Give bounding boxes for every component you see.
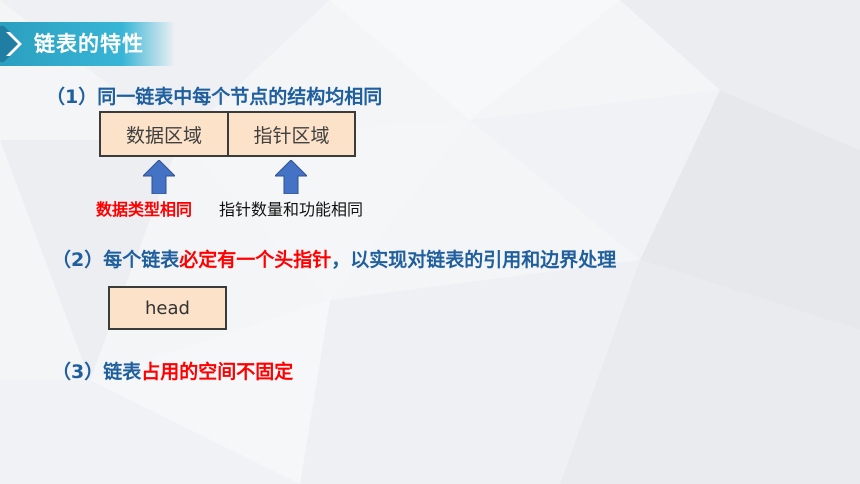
slide-title: 链表的特性 [34, 32, 144, 56]
head-label: head [145, 297, 190, 319]
chevron-right-icon [0, 26, 22, 62]
pointer-field-box: 指针区域 [227, 111, 356, 157]
data-field-note: 数据类型相同 [96, 200, 193, 219]
point-3-number: （3） [52, 361, 104, 383]
point-2-text-a: 每个链表 [103, 249, 180, 271]
data-field-label: 数据区域 [125, 124, 202, 147]
point-3-highlight: 占用的空间不固定 [141, 361, 294, 383]
point-3-text-a: 链表 [103, 361, 142, 383]
point-1-heading: （1）同一链表中每个节点的结构均相同 [46, 84, 382, 110]
pointer-field-note: 指针数量和功能相同 [219, 200, 364, 219]
point-2-highlight: 必定有一个头指针 [179, 249, 332, 271]
arrow-up-icon [275, 160, 307, 194]
point-3-heading: （3）链表占用的空间不固定 [52, 359, 293, 385]
head-box: head [108, 286, 227, 330]
point-1-number: （1） [46, 86, 98, 108]
point-2-number: （2） [52, 249, 104, 271]
title-bar [0, 22, 175, 66]
arrow-up-icon [143, 160, 175, 194]
point-2-text-b: ，以实现对链表的引用和边界处理 [331, 249, 617, 271]
point-1-text: 同一链表中每个节点的结构均相同 [97, 86, 383, 108]
point-2-heading: （2）每个链表必定有一个头指针，以实现对链表的引用和边界处理 [52, 247, 616, 273]
pointer-field-label: 指针区域 [253, 124, 330, 147]
data-field-box: 数据区域 [99, 111, 229, 157]
